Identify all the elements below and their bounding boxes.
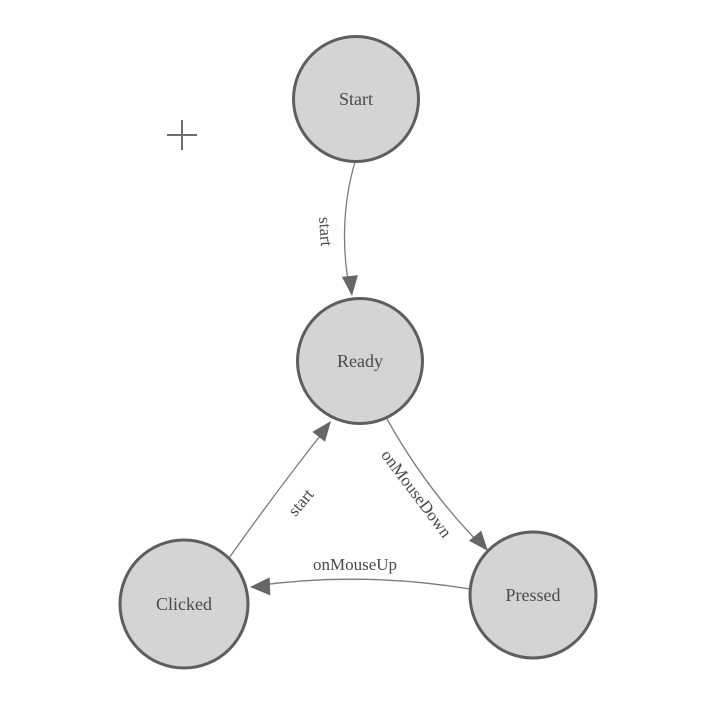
transition-ready-to-pressed[interactable]: onMouseDown (377, 418, 488, 551)
transition-line[interactable] (386, 418, 482, 546)
transition-start-to-ready[interactable]: start (315, 161, 358, 296)
transition-label: start (315, 216, 336, 247)
state-node-clicked[interactable]: Clicked (118, 538, 250, 670)
state-node-start[interactable]: Start (292, 35, 420, 163)
transition-line[interactable] (228, 426, 328, 559)
transition-label: onMouseUp (313, 555, 397, 574)
arrowhead-icon (469, 530, 488, 551)
state-circle[interactable] (118, 538, 250, 670)
transition-line[interactable] (253, 578, 471, 590)
transition-pressed-to-clicked[interactable]: onMouseUp (250, 555, 471, 596)
transition-clicked-to-ready[interactable]: start (228, 421, 331, 559)
transition-label: start (284, 485, 318, 520)
state-node-pressed[interactable]: Pressed (468, 530, 598, 660)
state-circle[interactable] (292, 35, 420, 163)
arrowhead-icon (312, 421, 331, 442)
transition-line[interactable] (343, 161, 356, 292)
transition-label: onMouseDown (377, 446, 456, 542)
crosshair-icon (167, 120, 197, 150)
state-circle[interactable] (468, 530, 598, 660)
arrowhead-icon (341, 275, 358, 296)
state-node-ready[interactable]: Ready (296, 297, 424, 425)
arrowhead-icon (250, 577, 271, 596)
state-circle[interactable] (296, 297, 424, 425)
